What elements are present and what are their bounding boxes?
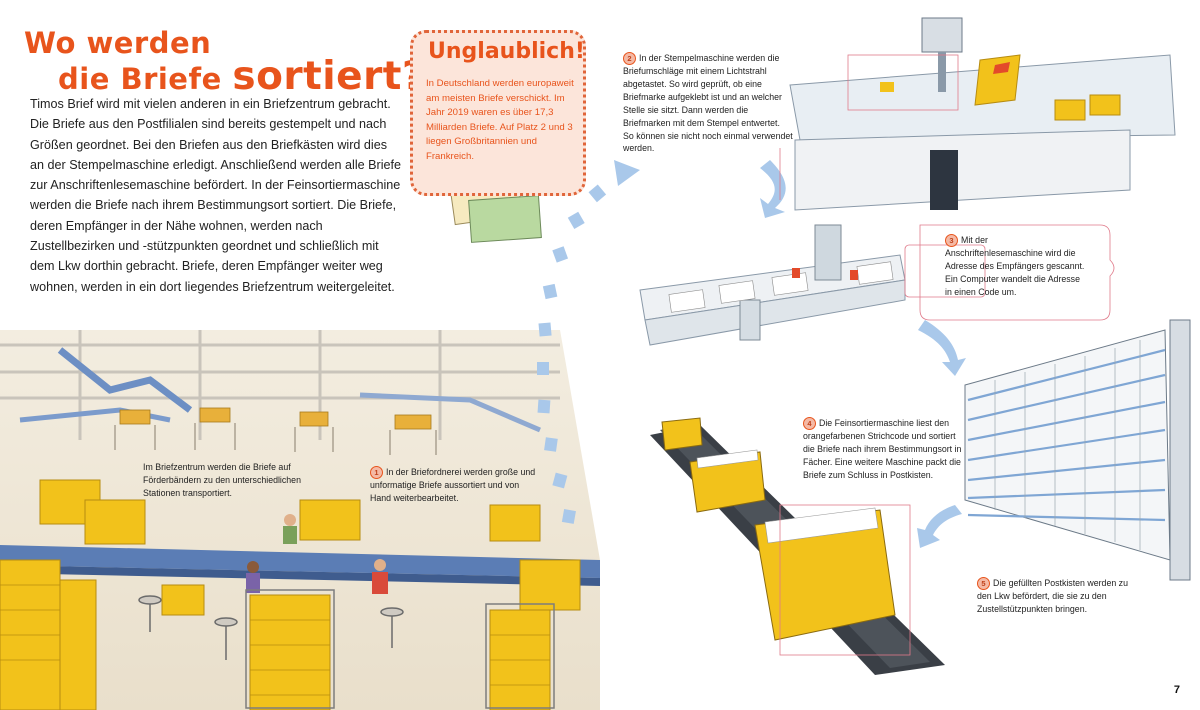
step-3-text: Mit der Anschriftenlesemaschine wird die… — [945, 235, 1085, 297]
flow-arrows — [760, 160, 966, 548]
step-2-text: In der Stempelmaschine werden die Briefu… — [623, 53, 793, 154]
flow-arrow-dotted — [537, 160, 640, 524]
step-5-number: 5 — [977, 577, 990, 590]
step-4-text: Die Feinsortiermaschine liest den orange… — [803, 418, 962, 480]
step-1-text: In der Briefordnerei werden große und un… — [370, 467, 536, 503]
intro-paragraph: Timos Brief wird mit vielen anderen in e… — [30, 97, 402, 294]
stamping-machine-illustration — [789, 17, 1176, 211]
page-title-line2-part2: sortiert? — [232, 54, 426, 99]
fact-box: Unglaublich! In Deutschland werden europ… — [410, 30, 586, 196]
sorting-hall-illustration — [0, 330, 600, 710]
step-4-number: 4 — [803, 417, 816, 430]
fact-box-title: Unglaublich! — [428, 39, 585, 64]
step-2-number: 2 — [623, 52, 636, 65]
step-3-number: 3 — [945, 234, 958, 247]
page-number: 7 — [1173, 684, 1180, 696]
address-reader-illustration — [639, 224, 986, 346]
crate-conveyor-illustration — [650, 417, 945, 675]
page-title-line2-part1: die Briefe — [58, 62, 233, 96]
fine-sorter-illustration — [964, 319, 1191, 581]
page-title-line2: die Briefe sortiert? — [58, 54, 425, 99]
fact-box-text: In Deutschland werden europaweit am meis… — [426, 78, 574, 162]
caption-conveyor: Im Briefzentrum werden die Briefe auf Fö… — [143, 462, 301, 498]
step-1-number: 1 — [370, 466, 383, 479]
step-5-text: Die gefüllten Postkisten werden zu den L… — [977, 578, 1128, 614]
page-title-line1: Wo werden — [24, 26, 212, 60]
